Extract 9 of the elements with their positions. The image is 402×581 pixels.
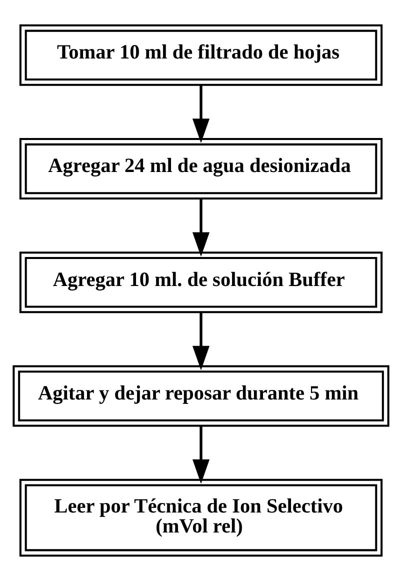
node-box: Tomar 10 ml de filtrado de hojas [19,24,383,86]
node-box: Agregar 10 ml. de solución Buffer [19,252,383,314]
arrow [192,426,210,484]
arrow [192,85,210,144]
arrow [192,312,210,370]
node-box: Agitar y dejar reposar durante 5 min [12,365,390,427]
arrow [192,198,210,257]
node-box: Leer por Técnica de Ion Selectivo (mVol rel) [19,478,383,557]
node-box: Agregar 24 ml de agua desionizada [19,138,383,200]
